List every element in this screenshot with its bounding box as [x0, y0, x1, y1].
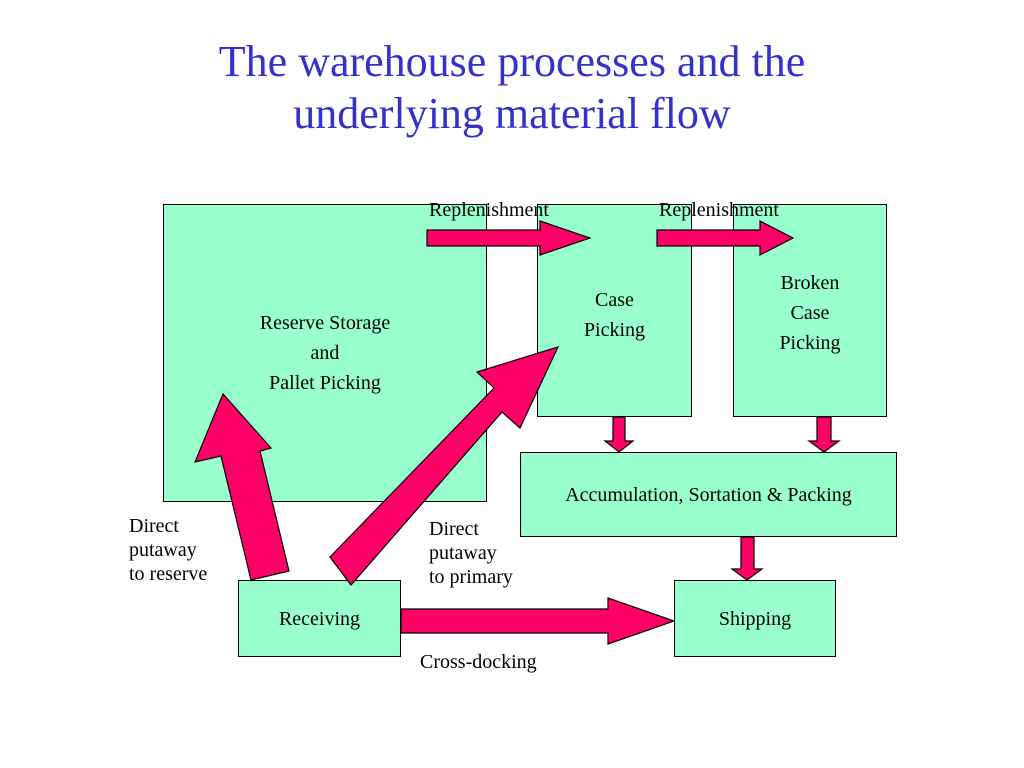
cross-docking-label: Cross-docking [420, 651, 537, 673]
replenishment-label-2: Replenishment [659, 199, 779, 221]
replenishment-arrow-2 [656, 220, 795, 256]
reserve-storage-label-line-2: and [310, 342, 340, 364]
reserve-storage-label-line-1: Reserve Storage [259, 312, 391, 334]
direct-putaway-primary-line-1: Direct [429, 518, 479, 540]
direct-putaway-reserve-label: Direct putaway to reserve [129, 514, 207, 586]
direct-putaway-reserve-arrow [194, 392, 290, 581]
slide-title-line-2: underlying material flow [293, 89, 731, 138]
direct-putaway-primary-line-2: putaway [429, 542, 497, 564]
receiving-box: Receiving [238, 580, 401, 657]
shipping-label: Shipping [718, 607, 792, 630]
replenishment-label-1: Replenishment [429, 199, 549, 221]
slide-title: The warehouse processes and the underlyi… [0, 36, 1024, 140]
accumulation-box: Accumulation, Sortation & Packing [520, 452, 897, 537]
case-picking-label-line-2: Picking [583, 319, 646, 341]
slide-title-line-1: The warehouse processes and the [218, 37, 806, 86]
receiving-label: Receiving [278, 607, 361, 630]
direct-putaway-primary-arrow [329, 346, 560, 586]
broken-case-picking-label-line-2: Case [790, 302, 830, 324]
direct-putaway-reserve-line-1: Direct [129, 515, 179, 537]
shipping-box: Shipping [674, 580, 836, 657]
accumulation-to-shipping-arrow [730, 536, 764, 581]
case-to-accumulation-arrow [603, 416, 635, 453]
cross-docking-arrow [400, 597, 676, 645]
broken-case-picking-label-line-1: Broken [780, 272, 840, 294]
direct-putaway-primary-label: Direct putaway to primary [429, 517, 513, 589]
accumulation-label: Accumulation, Sortation & Packing [565, 483, 852, 506]
replenishment-arrow-1 [426, 220, 592, 256]
direct-putaway-reserve-line-2: putaway [129, 539, 197, 561]
reserve-storage-label-line-3: Pallet Picking [269, 372, 381, 394]
broken-case-picking-label-line-3: Picking [779, 332, 841, 354]
broken-to-accumulation-arrow [807, 416, 841, 453]
direct-putaway-reserve-line-3: to reserve [129, 563, 208, 585]
direct-putaway-primary-line-3: to primary [429, 566, 513, 588]
case-picking-label-line-1: Case [595, 289, 634, 311]
